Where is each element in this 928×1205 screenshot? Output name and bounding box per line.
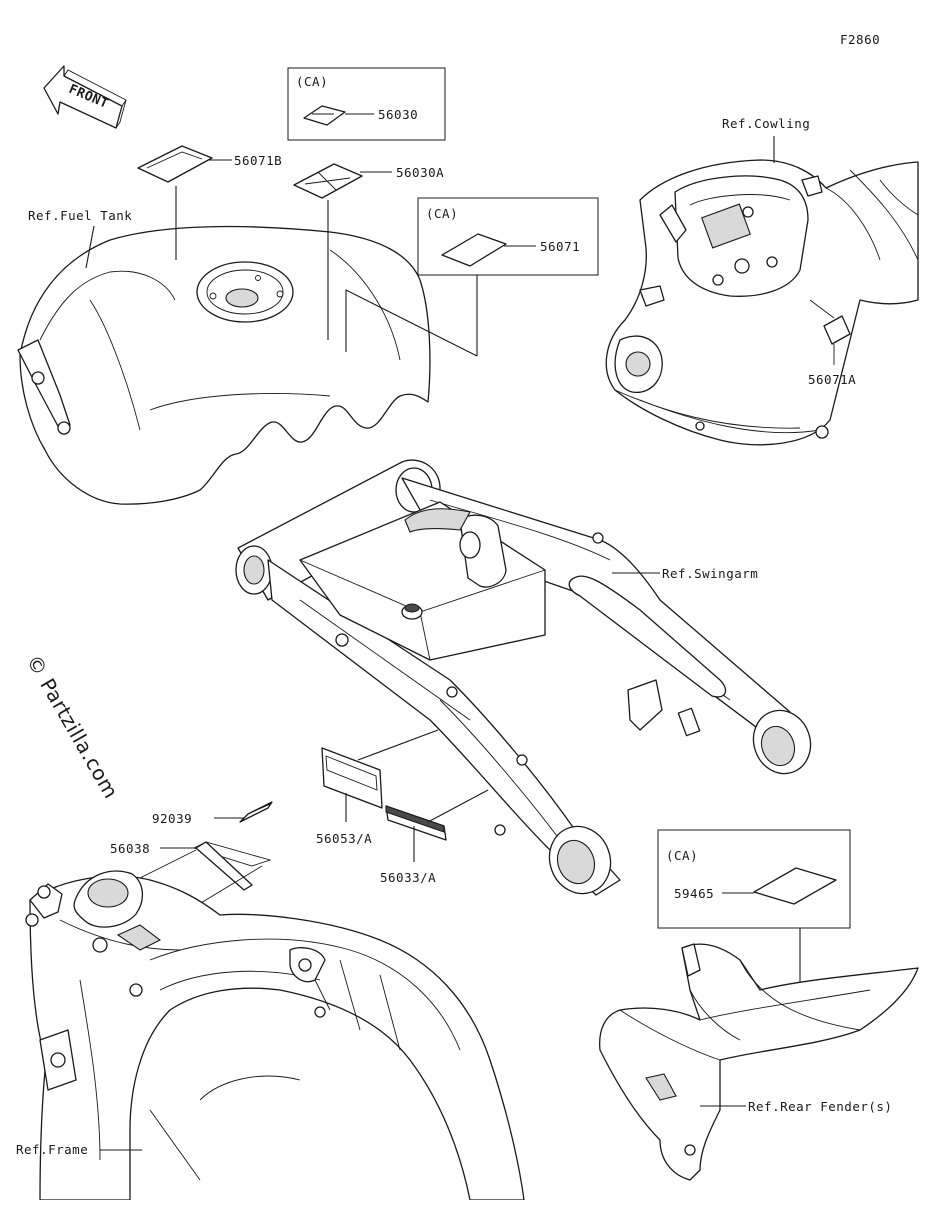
label-decal-56053a <box>321 747 383 809</box>
ca-label-59465: (CA) <box>666 848 698 863</box>
rear-fender-illustration <box>599 943 919 1181</box>
ca-box-56030 <box>287 67 446 141</box>
ref-fuel-tank-label: Ref.Fuel Tank <box>28 208 132 223</box>
label-decal-59465 <box>753 867 837 905</box>
frame-illustration <box>25 870 525 1201</box>
part-number-59465: 59465 <box>674 886 714 901</box>
part-number-56038: 56038 <box>110 841 150 856</box>
part-number-56030: 56030 <box>378 107 418 122</box>
part-number-56071: 56071 <box>540 239 580 254</box>
front-arrow-icon: FRONT <box>43 65 127 129</box>
label-decal-56071a <box>823 315 851 345</box>
part-number-92039: 92039 <box>152 811 192 826</box>
ref-cowling-label: Ref.Cowling <box>722 116 810 131</box>
ref-frame-label: Ref.Frame <box>16 1142 88 1157</box>
ref-rear-fender-label: Ref.Rear Fender(s) <box>748 1099 892 1114</box>
label-decal-56071b <box>137 145 213 183</box>
part-number-56071a: 56071A <box>808 372 856 387</box>
ca-box-59465 <box>657 829 851 929</box>
fuel-tank-illustration <box>17 225 431 505</box>
label-decal-56030 <box>303 105 346 126</box>
label-decal-56033a <box>385 805 447 841</box>
ca-box-56071 <box>417 197 599 276</box>
band-56038 <box>192 841 272 891</box>
ca-label-56071: (CA) <box>426 206 458 221</box>
part-number-56033a: 56033/A <box>380 870 436 885</box>
figure-code: F2860 <box>840 32 880 47</box>
swingarm-illustration <box>235 459 812 896</box>
part-number-56053a: 56053/A <box>316 831 372 846</box>
ca-label-56030: (CA) <box>296 74 328 89</box>
watermark: © Partzilla.com <box>22 651 124 803</box>
part-number-56030a: 56030A <box>396 165 444 180</box>
label-decal-56071 <box>441 233 507 267</box>
cowling-illustration <box>605 159 919 446</box>
ref-swingarm-label: Ref.Swingarm <box>662 566 758 581</box>
cable-tie-92039 <box>239 801 273 823</box>
part-number-56071b: 56071B <box>234 153 282 168</box>
